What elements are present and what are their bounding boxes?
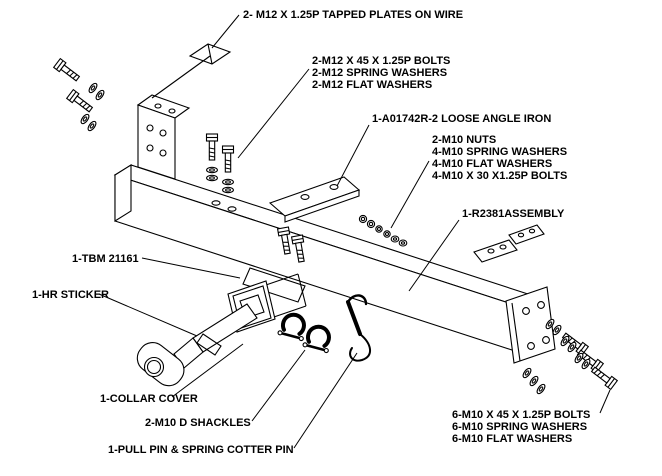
callout-tbm: 1-TBM 21161 bbox=[72, 253, 139, 265]
callout-m10-nuts: 2-M10 NUTS bbox=[432, 134, 496, 146]
callout-m10-flat-washers-a: 4-M10 FLAT WASHERS bbox=[432, 158, 552, 170]
callout-m10-bolts-a: 4-M10 X 30 X1.25P BOLTS bbox=[432, 170, 567, 182]
leader-lines bbox=[98, 14, 611, 449]
callout-m10-flat-washers-b: 6-M10 FLAT WASHERS bbox=[452, 433, 572, 445]
callout-m12-flat-washers: 2-M12 FLAT WASHERS bbox=[312, 79, 432, 91]
callout-pull-pin: 1-PULL PIN & SPRING COTTER PIN bbox=[108, 444, 294, 456]
callout-m12-spring-washers: 2-M12 SPRING WASHERS bbox=[312, 67, 447, 79]
leader-tbm bbox=[141, 257, 241, 279]
loose-angle-iron-drawing bbox=[268, 176, 361, 264]
m10-nut-washer-stack-drawing bbox=[358, 214, 408, 247]
right-brackets-drawing bbox=[473, 224, 556, 364]
ball-mount-tongue-drawing bbox=[136, 303, 258, 387]
leader-hr-sticker bbox=[98, 293, 198, 337]
callout-m10-bolts-b: 6-M10 X 45 X 1.25P BOLTS bbox=[452, 409, 590, 421]
leader-assembly bbox=[408, 219, 460, 292]
leader-collar-cover bbox=[171, 343, 244, 398]
callout-hr-sticker: 1-HR STICKER bbox=[32, 289, 109, 301]
callout-assembly: 1-R2381ASSEMBLY bbox=[462, 208, 565, 220]
pull-pin-drawing bbox=[346, 294, 371, 362]
leader-m12-group bbox=[237, 68, 310, 159]
leader-angle-iron bbox=[336, 124, 370, 187]
leader-m10-group-a bbox=[390, 160, 430, 229]
leader-tapped-plates bbox=[211, 14, 240, 49]
callout-d-shackles: 2-M10 D SHACKLES bbox=[145, 417, 251, 429]
leader-pull-pin bbox=[293, 352, 358, 449]
callout-labels: 2- M12 X 1.25P TAPPED PLATES ON WIRE 2-M… bbox=[32, 9, 590, 456]
callout-angle-iron: 1-A01742R-2 LOOSE ANGLE IRON bbox=[372, 113, 551, 125]
leader-m10-group-b bbox=[599, 389, 611, 414]
callout-m10-spring-washers-a: 4-M10 SPRING WASHERS bbox=[432, 146, 567, 158]
d-shackles-drawing bbox=[277, 312, 331, 354]
tapped-plate-on-wire-drawing bbox=[151, 43, 232, 99]
callout-tapped-plates: 2- M12 X 1.25P TAPPED PLATES ON WIRE bbox=[243, 9, 463, 21]
leader-d-shackles bbox=[251, 349, 306, 422]
left-bracket-drawing bbox=[136, 94, 191, 180]
callout-m10-spring-washers-b: 6-M10 SPRING WASHERS bbox=[452, 421, 587, 433]
hr-sticker-drawing bbox=[196, 333, 222, 356]
callout-m12-bolts: 2-M12 X 45 X 1.25P BOLTS bbox=[312, 55, 450, 67]
callout-collar-cover: 1-COLLAR COVER bbox=[100, 393, 198, 405]
